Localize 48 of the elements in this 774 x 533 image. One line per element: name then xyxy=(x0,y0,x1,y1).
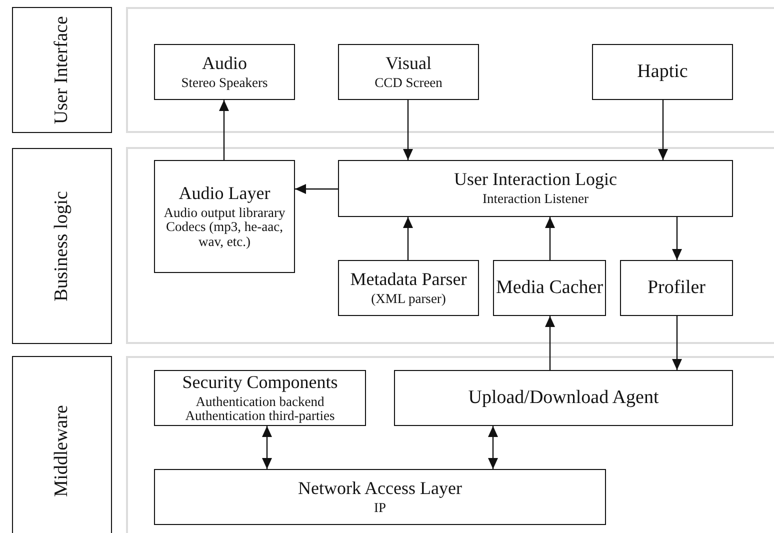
component-detail: Stereo Speakers xyxy=(180,76,269,90)
arrow xyxy=(488,426,498,469)
arrow xyxy=(219,100,229,160)
component-box xyxy=(154,44,295,100)
arrow xyxy=(295,184,338,194)
component-title: Audio Layer xyxy=(178,184,270,204)
component-box xyxy=(394,370,733,426)
component-box xyxy=(620,260,733,316)
component-title: Visual xyxy=(386,54,432,73)
component-title: Network Access Layer xyxy=(298,478,462,498)
component-box xyxy=(154,160,295,273)
component-detail: Codecs (mp3, he-aac, wav, etc.) xyxy=(165,220,283,249)
component-detail: Interaction Listener xyxy=(481,192,590,207)
lane-label: Business logic xyxy=(51,190,73,302)
component-detail: Authentication backend xyxy=(194,394,326,409)
lane-label: User Interface xyxy=(51,16,73,124)
component-title: Security Components xyxy=(182,372,338,392)
lane-label-box xyxy=(12,356,112,533)
component-detail: CCD Screen xyxy=(374,76,444,90)
arrow xyxy=(658,100,668,160)
arrow xyxy=(545,316,555,370)
lane-label: Middleware xyxy=(51,405,73,497)
component-box xyxy=(338,260,479,316)
arrow xyxy=(403,100,413,160)
component-title: Profiler xyxy=(647,278,706,298)
component-title: Upload/Download Agent xyxy=(468,388,659,408)
component-box xyxy=(592,44,733,100)
arrow xyxy=(545,217,555,260)
component-box xyxy=(154,370,366,426)
component-box xyxy=(338,160,733,217)
component-title: Audio xyxy=(202,54,247,73)
component-detail: Authentication third-parties xyxy=(184,408,336,424)
component-title: Metadata Parser xyxy=(350,270,467,289)
component-title: Media Cacher xyxy=(496,278,604,298)
component-detail: (XML parser) xyxy=(370,292,447,306)
component-detail: IP xyxy=(372,500,387,516)
arrow xyxy=(672,316,682,370)
lane-label-box xyxy=(12,148,112,344)
component-box xyxy=(338,44,479,100)
arrow xyxy=(403,217,413,260)
component-title: Haptic xyxy=(637,62,688,82)
arrow xyxy=(672,217,682,260)
lane-label-box xyxy=(12,7,112,133)
component-box xyxy=(493,260,606,316)
component-detail: Audio output librarary xyxy=(162,206,286,220)
arrow xyxy=(262,426,272,469)
component-title: User Interaction Logic xyxy=(454,170,617,190)
component-box xyxy=(154,469,606,525)
